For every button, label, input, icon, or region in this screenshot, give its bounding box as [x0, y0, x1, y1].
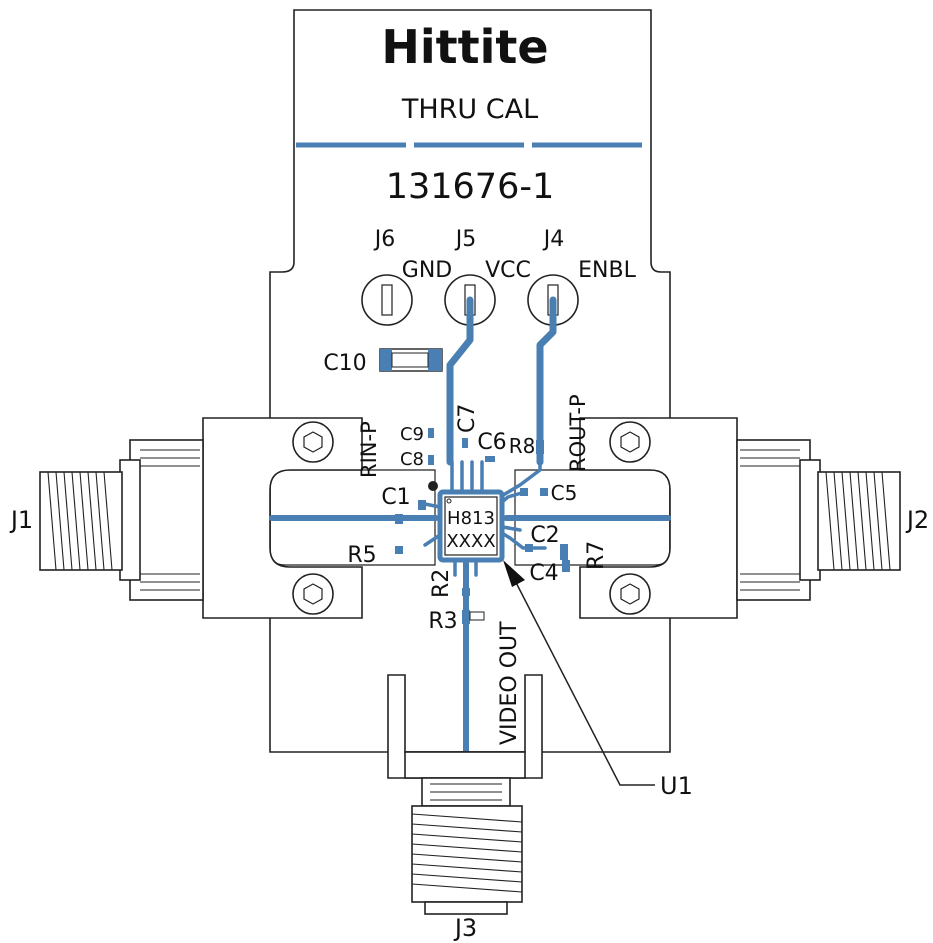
board-title: THRU CAL	[401, 94, 538, 125]
label-r3: R3	[428, 609, 457, 634]
smd-pads	[395, 428, 570, 624]
label-c8: C8	[400, 449, 424, 470]
capacitor-c10	[379, 348, 443, 372]
chip-marking-line2: XXXX	[446, 531, 495, 552]
sma-flange-left	[202, 417, 363, 619]
sma-flange-right	[579, 417, 738, 619]
pin-label-enbl: ENBL	[578, 258, 636, 283]
u1-callout-arrow	[503, 560, 525, 587]
label-c4: C4	[529, 561, 558, 586]
part-number: 131676-1	[386, 167, 555, 207]
connector-label-j2: J2	[905, 506, 929, 534]
label-u1: U1	[660, 772, 693, 800]
pin-label-gnd: GND	[402, 258, 452, 283]
label-r8: R8	[509, 434, 536, 458]
label-c7: C7	[455, 404, 480, 433]
chip-pin-traces	[423, 460, 547, 592]
sma-connector-j2	[736, 439, 901, 601]
label-r2: R2	[429, 569, 454, 598]
label-c5: C5	[551, 481, 578, 505]
dc-pin-j6	[361, 274, 413, 326]
label-r7: R7	[584, 541, 609, 570]
label-c10: C10	[323, 351, 366, 376]
sma-connector-j1	[39, 439, 204, 601]
resistor-r3-outline	[469, 611, 485, 621]
label-c2: C2	[530, 523, 559, 548]
pin-label-vcc: VCC	[485, 258, 531, 283]
connector-label-j6: J6	[373, 227, 396, 252]
u1-callout-line	[506, 564, 655, 786]
connector-label-j4: J4	[542, 227, 565, 252]
net-label-rout-p: ROUT-P	[566, 394, 590, 472]
chip-u1	[437, 489, 505, 563]
label-c9: C9	[400, 424, 424, 445]
connector-label-j3: J3	[453, 914, 477, 942]
via-dot	[428, 481, 438, 491]
enbl-trace	[536, 296, 557, 466]
label-c6: C6	[477, 430, 506, 455]
brand-logo: Hittite	[381, 20, 548, 74]
net-label-rin-p: RIN-P	[357, 421, 381, 478]
chip-marking-line1: H813	[447, 508, 495, 529]
sma-connector-j3	[387, 674, 543, 915]
connector-label-j1: J1	[9, 506, 33, 534]
vcc-trace	[446, 296, 474, 466]
label-c1: C1	[381, 485, 410, 510]
label-r5: R5	[347, 543, 376, 568]
connector-label-j5: J5	[454, 227, 477, 252]
net-label-video-out: VIDEO OUT	[497, 621, 522, 745]
